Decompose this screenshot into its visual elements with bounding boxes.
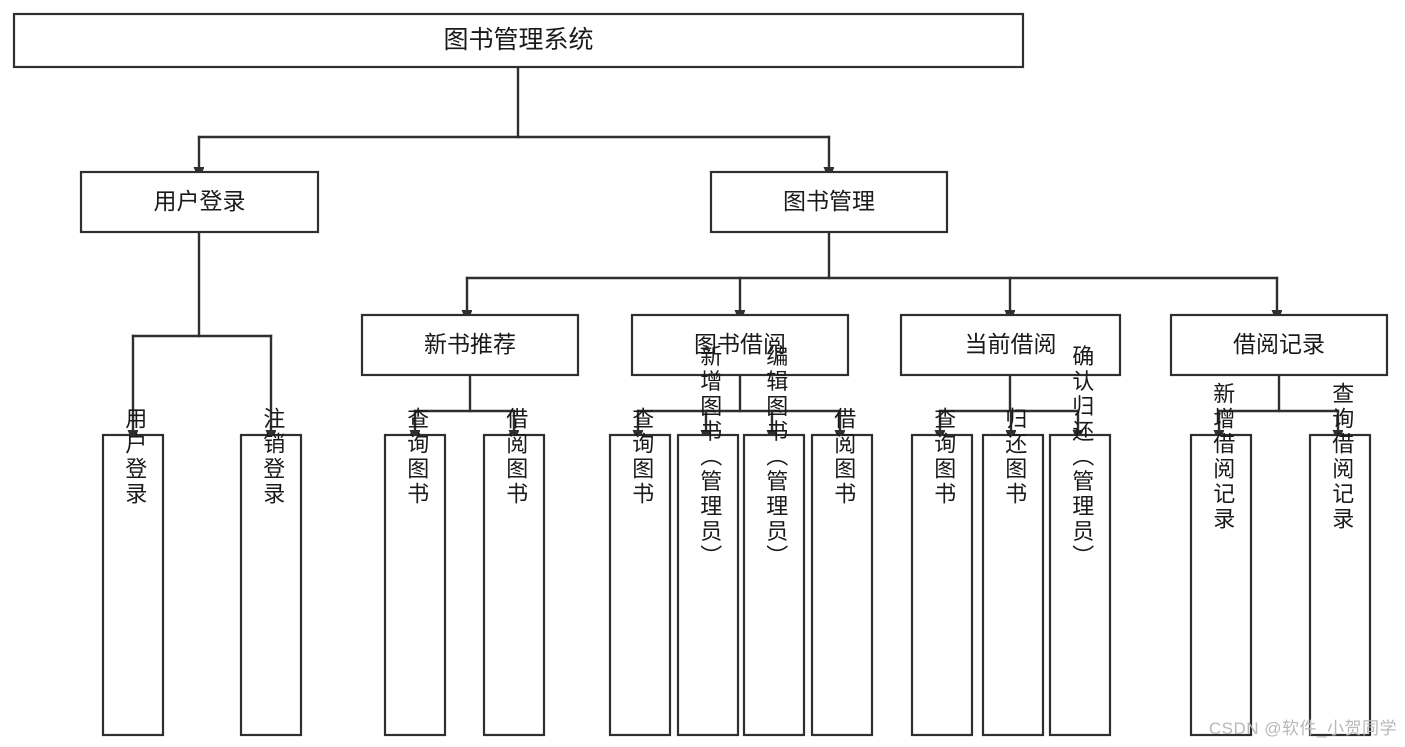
node-leaf-edit-book[interactable]: 编辑图书（管理员） bbox=[742, 345, 806, 737]
node-leaf-user-login-box[interactable] bbox=[101, 433, 165, 737]
node-leaf-borrow-book-rec-box[interactable] bbox=[482, 433, 546, 737]
node-leaf-query-book-cb-box[interactable] bbox=[910, 433, 974, 737]
node-book-borrow-box[interactable] bbox=[630, 313, 850, 377]
node-leaf-query-book-rec[interactable]: 查询图书 bbox=[383, 407, 447, 737]
node-borrow-record-box[interactable] bbox=[1169, 313, 1389, 377]
node-leaf-add-book[interactable]: 新增图书（管理员） bbox=[676, 345, 740, 737]
node-leaf-user-login-label: 用户登录 bbox=[122, 407, 147, 507]
node-current-borrow-box[interactable] bbox=[899, 313, 1122, 377]
node-root-box[interactable] bbox=[12, 12, 1025, 69]
node-book-borrow-label: 图书借阅 bbox=[694, 331, 786, 357]
node-leaf-add-record-box[interactable] bbox=[1189, 433, 1253, 737]
node-new-book-rec[interactable]: 新书推荐 bbox=[360, 313, 580, 377]
node-new-book-rec-box[interactable] bbox=[360, 313, 580, 377]
node-leaf-return-book-label: 归还图书 bbox=[1002, 407, 1027, 507]
node-leaf-query-book-br[interactable]: 查询图书 bbox=[608, 407, 672, 737]
node-leaf-logout-label: 注销登录 bbox=[260, 407, 285, 507]
node-leaf-query-record-label: 查询借阅记录 bbox=[1329, 382, 1354, 532]
node-leaf-add-record-label: 新增借阅记录 bbox=[1210, 382, 1235, 532]
node-leaf-query-book-cb-label: 查询图书 bbox=[931, 407, 956, 507]
node-user-login-label: 用户登录 bbox=[154, 188, 246, 214]
node-leaf-confirm-return-box[interactable] bbox=[1048, 433, 1112, 737]
node-leaf-return-book[interactable]: 归还图书 bbox=[981, 407, 1045, 737]
node-leaf-logout-box[interactable] bbox=[239, 433, 303, 737]
node-borrow-record-label: 借阅记录 bbox=[1233, 331, 1325, 357]
node-leaf-add-book-box[interactable] bbox=[676, 433, 740, 737]
node-layer: 图书管理系统用户登录图书管理新书推荐图书借阅当前借阅借阅记录用户登录注销登录查询… bbox=[12, 12, 1389, 737]
node-leaf-borrow-book-rec[interactable]: 借阅图书 bbox=[482, 407, 546, 737]
node-leaf-query-book-rec-label: 查询图书 bbox=[404, 407, 429, 507]
node-leaf-add-record[interactable]: 新增借阅记录 bbox=[1189, 382, 1253, 737]
node-book-manage-label: 图书管理 bbox=[783, 188, 875, 214]
node-book-borrow[interactable]: 图书借阅 bbox=[630, 313, 850, 377]
node-leaf-confirm-return[interactable]: 确认归还（管理员） bbox=[1048, 345, 1112, 737]
node-leaf-edit-book-box[interactable] bbox=[742, 433, 806, 737]
node-current-borrow[interactable]: 当前借阅 bbox=[899, 313, 1122, 377]
node-leaf-query-book-rec-box[interactable] bbox=[383, 433, 447, 737]
node-leaf-borrow-book-br-box[interactable] bbox=[810, 433, 874, 737]
node-book-manage[interactable]: 图书管理 bbox=[709, 170, 949, 234]
node-leaf-edit-book-label: 编辑图书（管理员） bbox=[763, 345, 788, 570]
node-new-book-rec-label: 新书推荐 bbox=[424, 331, 516, 357]
node-user-login-box[interactable] bbox=[79, 170, 320, 234]
node-leaf-query-book-cb[interactable]: 查询图书 bbox=[910, 407, 974, 737]
node-leaf-return-book-box[interactable] bbox=[981, 433, 1045, 737]
node-leaf-borrow-book-rec-label: 借阅图书 bbox=[503, 407, 528, 507]
node-borrow-record[interactable]: 借阅记录 bbox=[1169, 313, 1389, 377]
node-root[interactable]: 图书管理系统 bbox=[12, 12, 1025, 69]
node-leaf-add-book-label: 新增图书（管理员） bbox=[697, 345, 722, 570]
node-book-manage-box[interactable] bbox=[709, 170, 949, 234]
node-root-label: 图书管理系统 bbox=[443, 26, 593, 54]
node-leaf-query-book-br-box[interactable] bbox=[608, 433, 672, 737]
node-leaf-borrow-book-br-label: 借阅图书 bbox=[831, 407, 856, 507]
node-leaf-confirm-return-label: 确认归还（管理员） bbox=[1069, 345, 1094, 570]
node-leaf-query-record-box[interactable] bbox=[1308, 433, 1372, 737]
node-leaf-query-book-br-label: 查询图书 bbox=[629, 407, 654, 507]
node-leaf-logout[interactable]: 注销登录 bbox=[239, 407, 303, 737]
node-leaf-borrow-book-br[interactable]: 借阅图书 bbox=[810, 407, 874, 737]
node-leaf-query-record[interactable]: 查询借阅记录 bbox=[1308, 382, 1372, 737]
node-current-borrow-label: 当前借阅 bbox=[965, 331, 1057, 357]
node-user-login[interactable]: 用户登录 bbox=[79, 170, 320, 234]
node-leaf-user-login[interactable]: 用户登录 bbox=[101, 407, 165, 737]
edge-layer bbox=[133, 65, 1338, 431]
